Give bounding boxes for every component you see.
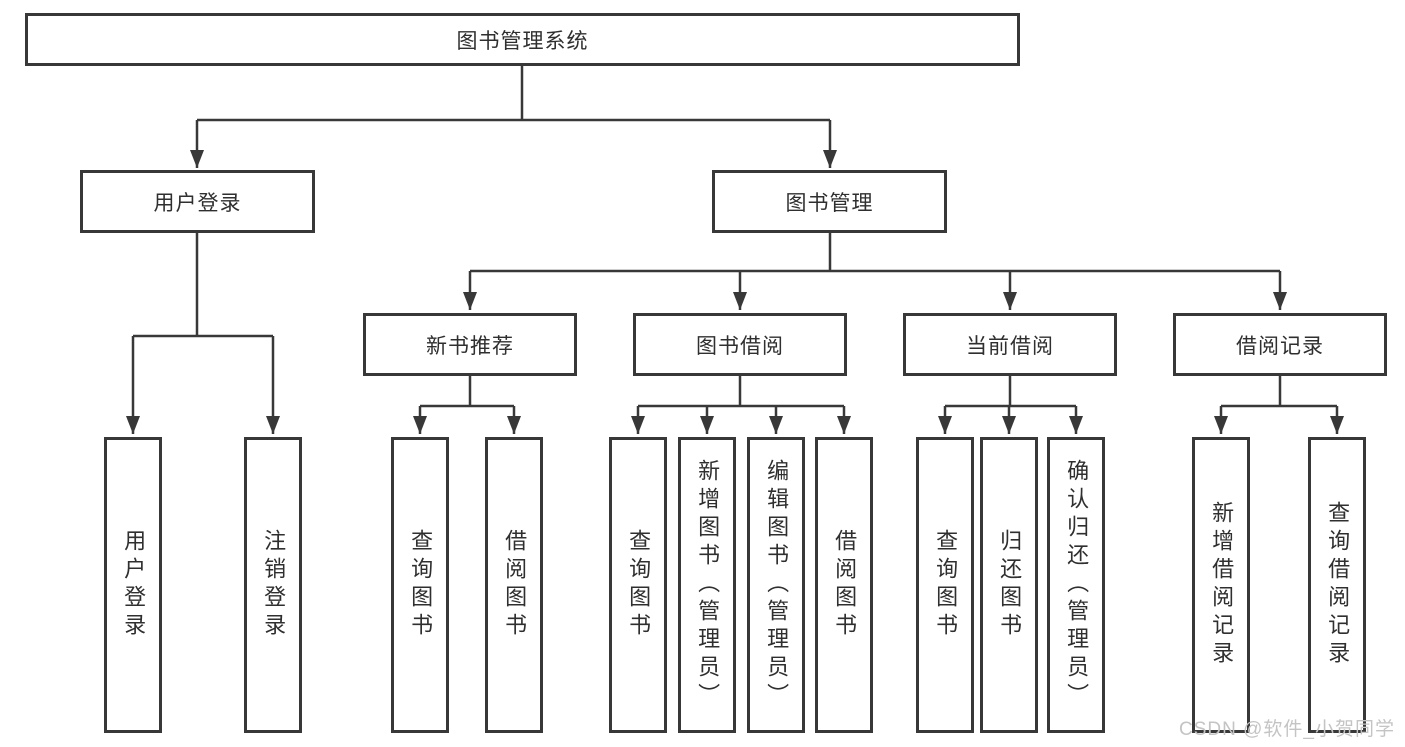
leaf-add-book-admin: 新增图书（管理员）	[678, 437, 736, 733]
node-new-book-recommendation: 新书推荐	[363, 313, 577, 376]
node-borrowing-records: 借阅记录	[1173, 313, 1387, 376]
node-current-borrowing: 当前借阅	[903, 313, 1117, 376]
node-user-login: 用户登录	[80, 170, 315, 233]
leaf-return-books: 归还图书	[980, 437, 1038, 733]
leaf-query-books-current-label: 查询图书	[933, 529, 959, 641]
leaf-confirm-return-admin: 确认归还（管理员）	[1047, 437, 1105, 733]
leaf-query-books-recommend: 查询图书	[391, 437, 449, 733]
leaf-query-borrow-record: 查询借阅记录	[1308, 437, 1366, 733]
leaf-edit-book-admin-label: 编辑图书（管理员）	[764, 459, 790, 711]
leaf-borrow-books-borrowing-label: 借阅图书	[832, 529, 858, 641]
leaf-borrow-books-recommend-label: 借阅图书	[502, 529, 528, 641]
leaf-user-login: 用户登录	[104, 437, 162, 733]
node-library-management-system: 图书管理系统	[25, 13, 1020, 66]
leaf-query-borrow-record-label: 查询借阅记录	[1325, 501, 1351, 669]
leaf-borrow-books-borrowing: 借阅图书	[815, 437, 873, 733]
node-book-management: 图书管理	[712, 170, 947, 233]
leaf-query-books-current: 查询图书	[916, 437, 974, 733]
leaf-add-book-admin-label: 新增图书（管理员）	[695, 459, 721, 711]
leaf-query-books-recommend-label: 查询图书	[408, 529, 434, 641]
leaf-add-borrow-record-label: 新增借阅记录	[1209, 501, 1235, 669]
leaf-logout-label: 注销登录	[261, 529, 287, 641]
leaf-user-login-label: 用户登录	[121, 529, 147, 641]
leaf-query-books-borrowing: 查询图书	[609, 437, 667, 733]
leaf-logout: 注销登录	[244, 437, 302, 733]
csdn-watermark: CSDN @软件_小贺同学	[1179, 719, 1395, 740]
leaf-return-books-label: 归还图书	[997, 529, 1023, 641]
node-book-borrowing: 图书借阅	[633, 313, 847, 376]
leaf-add-borrow-record: 新增借阅记录	[1192, 437, 1250, 733]
leaf-query-books-borrowing-label: 查询图书	[626, 529, 652, 641]
leaf-edit-book-admin: 编辑图书（管理员）	[747, 437, 805, 733]
leaf-confirm-return-admin-label: 确认归还（管理员）	[1064, 459, 1090, 711]
leaf-borrow-books-recommend: 借阅图书	[485, 437, 543, 733]
